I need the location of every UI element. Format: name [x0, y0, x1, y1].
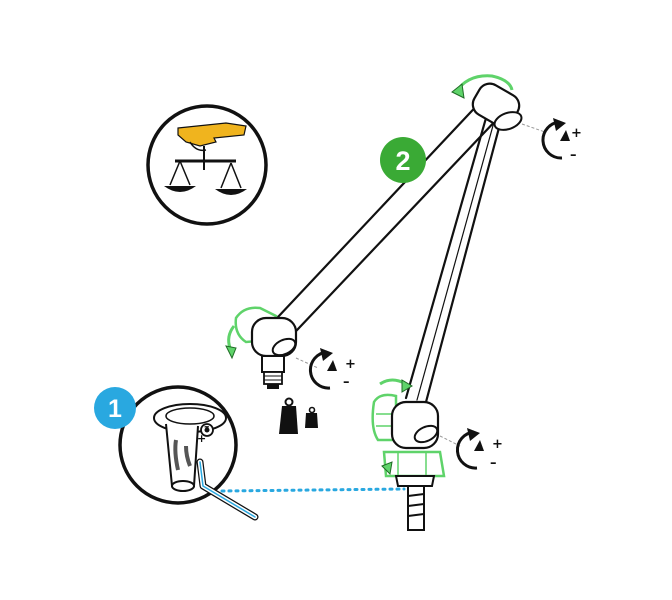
step-badge-1: 1 [94, 387, 136, 429]
adjust-plus-mic: + [345, 357, 356, 372]
adjust-minus-top: – [570, 148, 577, 163]
adjust-plus-top: + [571, 126, 582, 141]
boom-arm [260, 96, 502, 404]
adjust-minus-mic: – [343, 375, 350, 390]
axis-line-top [521, 123, 546, 133]
base-joint [371, 378, 446, 531]
rotate-adjust-icon-top [541, 118, 570, 160]
step-number-1: 1 [108, 395, 122, 423]
step-badge-2: 2 [380, 137, 426, 183]
guide-dotted-line [220, 487, 406, 493]
knob-minus: – [204, 420, 210, 433]
step-number-2: 2 [395, 146, 410, 176]
base-detail-inset [118, 385, 238, 505]
top-joint [451, 74, 523, 131]
allen-key-stripe [199, 461, 256, 518]
weights-icon [279, 397, 318, 434]
mic-joint [225, 306, 298, 389]
rotate-adjust-icon-base [455, 428, 484, 470]
rotate-adjust-icon-mic [308, 348, 337, 390]
axis-line-base [439, 435, 461, 447]
adjust-plus-base: + [492, 437, 503, 452]
axis-line-mic [295, 357, 319, 369]
knob-plus: + [197, 432, 206, 445]
adjust-minus-base: – [490, 456, 497, 471]
balance-scale-icon [146, 104, 268, 226]
